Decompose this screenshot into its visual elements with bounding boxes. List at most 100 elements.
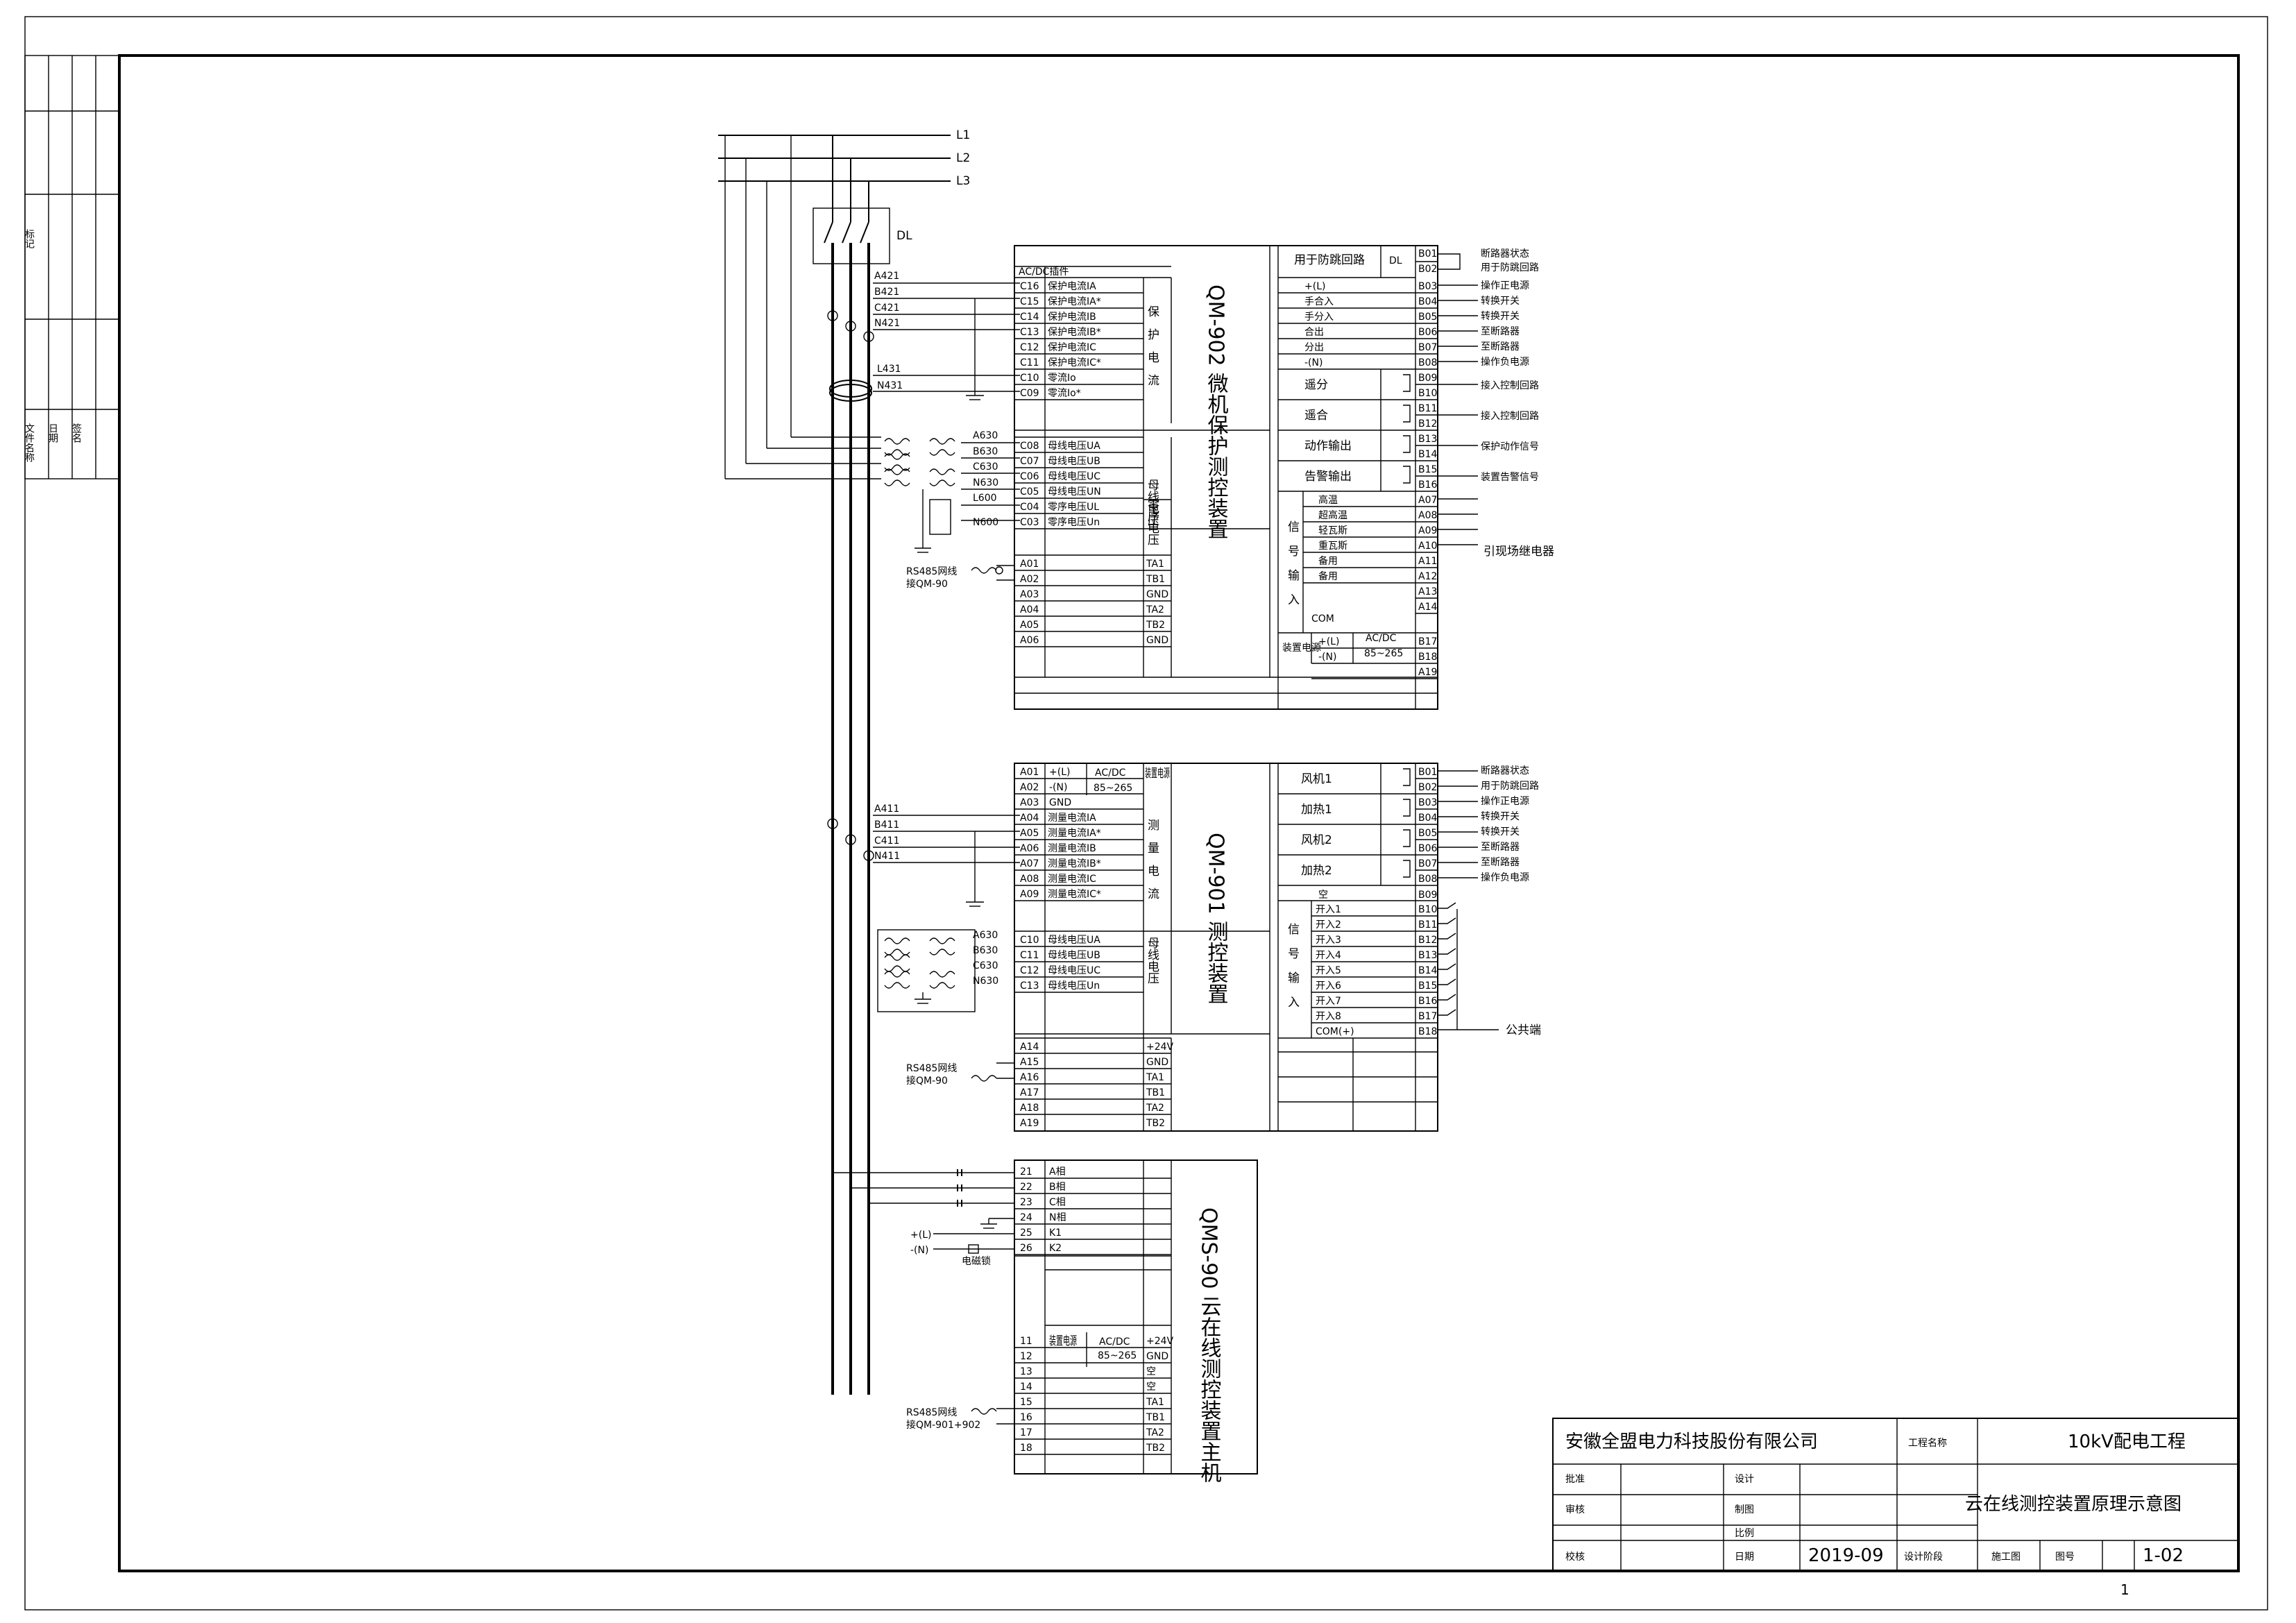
ct-label-b411: B411: [874, 819, 899, 831]
qms90-power-sig: TB1: [1146, 1412, 1165, 1423]
qm901-input-term: B12: [1418, 935, 1437, 946]
qm902-signal-term: A12: [1418, 571, 1437, 582]
qm902-current-term: C14: [1020, 312, 1039, 323]
qm902-power-spec-1: AC/DC: [1366, 633, 1397, 644]
qms90-rs485: RS485网线 接QM-901+902: [906, 1407, 1014, 1431]
qm901-current-name: 测量电流IA: [1048, 813, 1096, 824]
ct-label-a421: A421: [874, 271, 899, 282]
qm902-current-name: 保护电流IA: [1048, 281, 1096, 292]
qms90-power-spec-1: AC/DC: [1099, 1336, 1130, 1348]
qm901-current-name: 测量电流IB: [1048, 843, 1096, 854]
qm902-signal-term: A13: [1418, 586, 1437, 597]
qm902-b02-note: 用于防跳回路: [1481, 262, 1539, 273]
qm902-signal-term: A09: [1418, 525, 1437, 536]
qms90-phase-term: 25: [1020, 1227, 1032, 1239]
qms90-power-sig: 空: [1146, 1382, 1156, 1393]
qm902-out-note: 转换开关: [1481, 295, 1520, 307]
qm902-voltage-name: 零序电压Un: [1048, 517, 1100, 528]
qms90-phase-name: C相: [1049, 1197, 1066, 1208]
qm901-power-group: 装置电源: [1145, 767, 1170, 781]
qms90-phase-name: K2: [1049, 1243, 1062, 1254]
title-no-label: 图号: [2055, 1552, 2075, 1563]
qm901-comm-term: A17: [1020, 1087, 1039, 1098]
qms90-power-term: 17: [1020, 1427, 1032, 1438]
qms90-power-term: 14: [1020, 1382, 1032, 1393]
title-row-approve: 批准: [1565, 1474, 1585, 1485]
qm901-contact-note-a: 操作正电源: [1481, 796, 1529, 807]
qm902-rs485-label: RS485网线: [906, 566, 957, 577]
qm902-current-group: 保护电流: [1145, 305, 1159, 397]
title-row-draft: 制图: [1735, 1504, 1754, 1515]
qm901-input-term: B14: [1418, 965, 1438, 976]
qm902-power-spec-2: 85~265: [1364, 648, 1403, 659]
qm901-input-term: B15: [1418, 980, 1437, 992]
pt901-label-n630: N630: [973, 976, 998, 987]
qms90-power-term: 12: [1020, 1351, 1032, 1362]
strip-label-a: 标记: [24, 229, 35, 248]
qm902-b01-term: B01: [1418, 248, 1437, 260]
qm902-voltage-name: 母线电压UA: [1048, 441, 1100, 452]
qm902-contact-term-a: B13: [1418, 434, 1437, 445]
qm901-comm-term: A14: [1020, 1042, 1039, 1053]
qm901-voltage-group: 母线电压: [1145, 937, 1159, 984]
qm901-contact-note-b: 转换开关: [1481, 810, 1520, 822]
ct-label-l431: L431: [877, 364, 901, 375]
qm902-out-name: 分出: [1304, 342, 1324, 353]
qm902-comm-term: A06: [1020, 635, 1039, 646]
qm902-voltage-group-2: 零序电压: [1145, 498, 1159, 545]
qm901-contact-note-a: 至断路器: [1481, 857, 1520, 868]
qm902-signal-name: 超高温: [1318, 509, 1347, 521]
qm902-current-name: 零流Io: [1048, 373, 1076, 384]
qm902-comm-term: A01: [1020, 559, 1039, 570]
qm901-voltage-name: 母线电压UC: [1048, 965, 1100, 976]
qms90-phase-name: A相: [1049, 1166, 1066, 1178]
qm902-current-term: C11: [1020, 357, 1039, 368]
qm901-contact-term-a: B03: [1418, 797, 1437, 808]
ct-label-b421: B421: [874, 287, 899, 298]
bus-droppers: [724, 135, 881, 479]
qm901-input-term: B13: [1418, 950, 1437, 961]
qm902-current-name: 保护电流IA*: [1048, 296, 1101, 307]
pt901-label-c630: C630: [973, 960, 998, 971]
qms90-power-sig: TB2: [1146, 1443, 1165, 1454]
pt-label-c630: C630: [973, 461, 998, 473]
qm902-current-term: C12: [1020, 342, 1039, 353]
qm901-contact-term-b: B04: [1418, 813, 1438, 824]
qm902-contact-note: 接入控制回路: [1481, 380, 1539, 391]
qm902-comm-term: A04: [1020, 604, 1039, 615]
title-project: 10kV配电工程: [2068, 1431, 2186, 1452]
qm902-out-note: 至断路器: [1481, 326, 1520, 337]
qms90-power-sig: TA2: [1146, 1427, 1164, 1438]
qms90-phase-term: 23: [1020, 1197, 1032, 1208]
qm901-voltage-name: 母线电压UA: [1048, 935, 1100, 946]
qms90-phase-term: 26: [1020, 1243, 1032, 1254]
qm902-contact-term-b: B12: [1418, 418, 1437, 430]
qm902-power-term: B18: [1418, 652, 1437, 663]
title-row-design: 设计: [1735, 1474, 1754, 1485]
qm902-signal-label: 信号输入: [1285, 520, 1300, 618]
title-project-label: 工程名称: [1908, 1438, 1947, 1449]
qm901-current-term: A04: [1020, 813, 1039, 824]
qms90-phase-name: N相: [1049, 1212, 1066, 1223]
qm902-out-term: B04: [1418, 296, 1438, 307]
qm902-out-term: B05: [1418, 312, 1437, 323]
qm901-power-term: A03: [1020, 797, 1039, 808]
qm902-out-term: B06: [1418, 327, 1438, 338]
title-date: 2019-09: [1808, 1545, 1884, 1566]
qms90-k-plus: +(L): [910, 1230, 931, 1241]
qm901-com-note: 公共端: [1506, 1023, 1541, 1037]
qm902-signal-term: A08: [1418, 510, 1437, 521]
qm902-signal-name: 备用: [1318, 570, 1338, 582]
qms90-phase-term: 22: [1020, 1182, 1032, 1193]
qm901-input-name: 开入2: [1316, 919, 1341, 931]
qm902-voltage-name: 零序电压UL: [1048, 502, 1099, 513]
qm902-voltage-term: C07: [1020, 456, 1039, 467]
busbars: L1 L2 L3: [718, 128, 970, 188]
qm901-current-name: 测量电流IA*: [1048, 828, 1101, 839]
busbar-label-l3: L3: [956, 174, 970, 188]
